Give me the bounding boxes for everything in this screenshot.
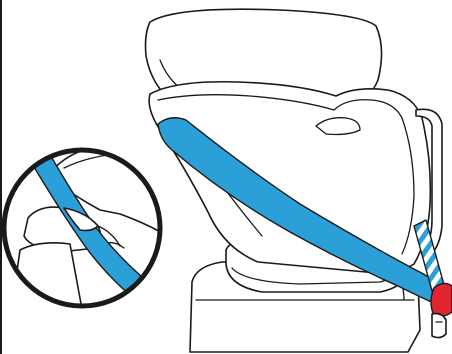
magnified-belt-detail bbox=[9, 150, 160, 306]
seat-shell bbox=[148, 80, 432, 274]
left-border bbox=[0, 0, 2, 354]
magnifier-detail bbox=[1, 147, 163, 309]
headrest bbox=[144, 8, 383, 105]
belt-buckle bbox=[430, 282, 452, 339]
